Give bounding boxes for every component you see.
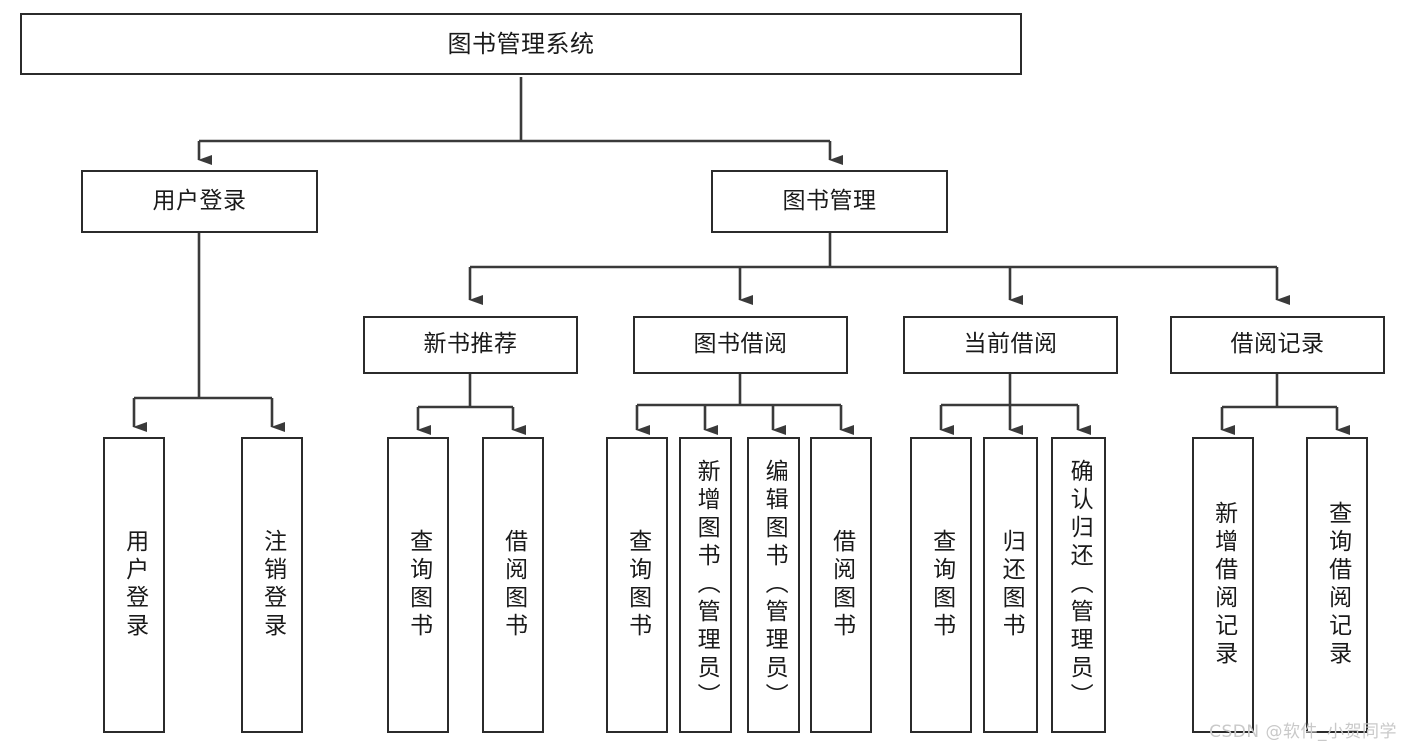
node-label: 当前借阅 bbox=[963, 331, 1058, 358]
node-leaf-edit-book-admin[interactable]: 编辑图书（管理员） bbox=[747, 437, 800, 733]
node-label: 查询图书 bbox=[405, 529, 432, 641]
node-label: 新增借阅记录 bbox=[1210, 501, 1237, 669]
node-label: 新增图书（管理员） bbox=[693, 459, 720, 711]
node-label: 新书推荐 bbox=[423, 331, 518, 358]
node-label: 借阅记录 bbox=[1230, 331, 1325, 358]
node-leaf-borrow-book-nb[interactable]: 借阅图书 bbox=[482, 437, 544, 733]
node-leaf-confirm-return-admin[interactable]: 确认归还（管理员） bbox=[1051, 437, 1106, 733]
node-leaf-logout[interactable]: 注销登录 bbox=[241, 437, 303, 733]
node-leaf-query-book-bb[interactable]: 查询图书 bbox=[606, 437, 668, 733]
node-label: 图书管理系统 bbox=[447, 29, 595, 58]
node-label: 归还图书 bbox=[998, 529, 1025, 641]
node-label: 编辑图书（管理员） bbox=[761, 459, 788, 711]
node-label: 确认归还（管理员） bbox=[1066, 459, 1093, 711]
node-label: 图书借阅 bbox=[693, 331, 788, 358]
node-leaf-query-borrow-record[interactable]: 查询借阅记录 bbox=[1306, 437, 1368, 733]
node-label: 借阅图书 bbox=[828, 529, 855, 641]
node-borrow-record[interactable]: 借阅记录 bbox=[1170, 316, 1385, 374]
node-book-management-system[interactable]: 图书管理系统 bbox=[20, 13, 1022, 75]
node-label: 用户登录 bbox=[121, 529, 148, 641]
node-leaf-user-login[interactable]: 用户登录 bbox=[103, 437, 165, 733]
node-label: 查询图书 bbox=[624, 529, 651, 641]
node-label: 用户登录 bbox=[152, 187, 247, 214]
node-leaf-add-book-admin[interactable]: 新增图书（管理员） bbox=[679, 437, 732, 733]
node-user-login[interactable]: 用户登录 bbox=[81, 170, 318, 233]
node-new-book-recommend[interactable]: 新书推荐 bbox=[363, 316, 578, 374]
node-leaf-query-book-nb[interactable]: 查询图书 bbox=[387, 437, 449, 733]
node-book-management[interactable]: 图书管理 bbox=[711, 170, 948, 233]
node-current-borrow[interactable]: 当前借阅 bbox=[903, 316, 1118, 374]
node-leaf-add-borrow-record[interactable]: 新增借阅记录 bbox=[1192, 437, 1254, 733]
node-leaf-query-book-cb[interactable]: 查询图书 bbox=[910, 437, 972, 733]
node-label: 借阅图书 bbox=[500, 529, 527, 641]
node-book-borrow[interactable]: 图书借阅 bbox=[633, 316, 848, 374]
node-label: 注销登录 bbox=[259, 529, 286, 641]
node-leaf-borrow-book-bb[interactable]: 借阅图书 bbox=[810, 437, 872, 733]
node-label: 图书管理 bbox=[782, 187, 877, 214]
node-label: 查询图书 bbox=[928, 529, 955, 641]
node-leaf-return-book[interactable]: 归还图书 bbox=[983, 437, 1038, 733]
node-label: 查询借阅记录 bbox=[1324, 501, 1351, 669]
